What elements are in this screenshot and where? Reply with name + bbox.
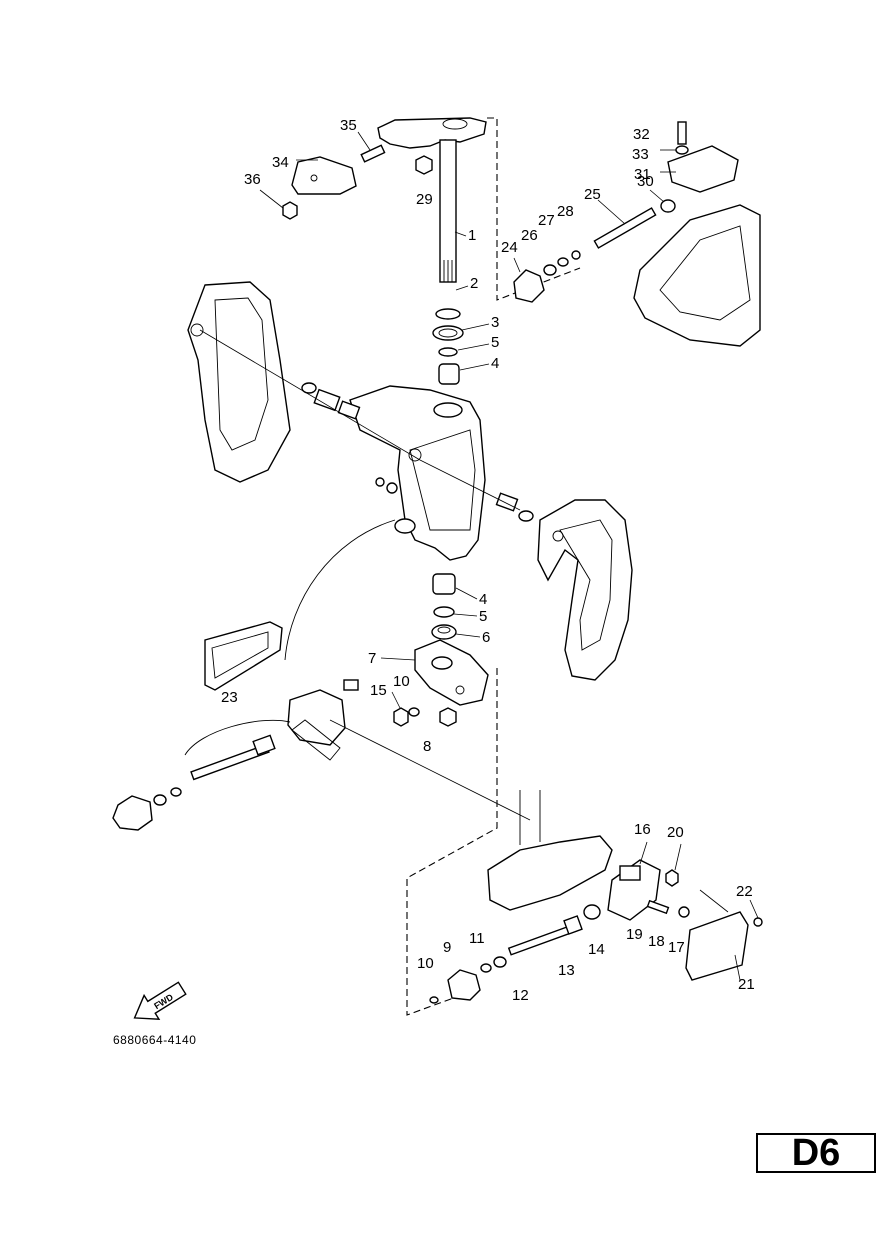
callout-1: 1 (468, 227, 476, 244)
rubber-mount-left (112, 787, 182, 831)
callout-19: 19 (626, 926, 643, 943)
nut-8 (439, 707, 457, 727)
assembly-frame-lower (406, 668, 498, 1016)
swivel-hardware-right (495, 492, 534, 522)
callout-28: 28 (557, 203, 574, 220)
callout-leaders (259, 131, 759, 981)
nut-15 (393, 707, 409, 727)
bracket-34 (291, 156, 357, 195)
callout-23: 23 (221, 689, 238, 706)
callout-36: 36 (244, 171, 261, 188)
callout-26: 26 (521, 227, 538, 244)
washer-10-upper (408, 707, 420, 717)
callout-4a: 4 (491, 355, 499, 372)
callout-24: 24 (501, 239, 518, 256)
side-cover-upper (204, 621, 283, 691)
stud-35 (360, 144, 386, 163)
callout-32: 32 (633, 126, 650, 143)
callout-10a: 10 (393, 673, 410, 690)
lower-unit-body (487, 790, 613, 911)
clamp-bracket-left (187, 281, 291, 483)
rear-cover (685, 911, 749, 981)
callout-20: 20 (667, 824, 684, 841)
callout-2: 2 (470, 275, 478, 292)
callout-25: 25 (584, 186, 601, 203)
callout-18: 18 (648, 933, 665, 950)
grease-hose (284, 519, 396, 661)
callout-13: 13 (558, 962, 575, 979)
swivel-bracket (349, 385, 486, 561)
upper-bushing-stack (432, 308, 464, 385)
upper-mount-cap (667, 121, 739, 193)
fwd-arrow-icon: FWD (133, 981, 187, 1020)
callout-9: 9 (443, 939, 451, 956)
rear-hardware (646, 869, 763, 927)
rubber-mount-lower (429, 956, 507, 1004)
grease-fittings (375, 477, 416, 534)
callout-3: 3 (491, 314, 499, 331)
callout-16: 16 (634, 821, 651, 838)
assembly-line-b (329, 719, 531, 821)
callout-21: 21 (738, 976, 755, 993)
callout-27: 27 (538, 212, 555, 229)
callout-10b: 10 (417, 955, 434, 972)
callout-5a: 5 (491, 334, 499, 351)
callout-12: 12 (512, 987, 529, 1004)
assembly-line-a (199, 329, 521, 511)
steering-shaft (377, 117, 487, 283)
hose-lower (184, 719, 291, 756)
upper-mount-bolt (593, 199, 676, 249)
rubber-mount-upper (513, 250, 581, 303)
lower-mount-housing (414, 639, 489, 706)
callout-labels: 1235445678910101112131415161718192021222… (221, 117, 755, 1004)
callout-8: 8 (423, 738, 431, 755)
callout-29: 29 (416, 191, 433, 208)
callout-33: 33 (632, 146, 649, 163)
callout-17: 17 (668, 939, 685, 956)
callout-31: 31 (634, 166, 651, 183)
callout-30: 30 (637, 173, 654, 190)
rear-mount-bracket (607, 859, 661, 921)
lower-mount-left (287, 679, 359, 761)
swivel-hardware-left (301, 382, 361, 420)
rear-mount-bolt (507, 904, 601, 956)
bolt-long-left (190, 734, 276, 781)
callout-7: 7 (368, 650, 376, 667)
callout-35: 35 (340, 117, 357, 134)
callout-15: 15 (370, 682, 387, 699)
clamp-bracket-right (537, 499, 633, 681)
page-code-box: D6 (756, 1133, 876, 1173)
callout-14: 14 (588, 941, 605, 958)
callout-4b: 4 (479, 591, 487, 608)
bottom-cowling (633, 204, 761, 347)
callout-22: 22 (736, 883, 753, 900)
page-code: D6 (791, 1132, 841, 1174)
drawing-reference-code: 6880664-4140 (113, 1033, 197, 1047)
callout-6: 6 (482, 629, 490, 646)
lower-bushing-stack (431, 573, 457, 640)
nut-36 (282, 201, 298, 220)
callout-11: 11 (469, 930, 485, 947)
callout-5b: 5 (479, 608, 487, 625)
nut-29 (415, 155, 433, 175)
callout-34: 34 (272, 154, 289, 171)
